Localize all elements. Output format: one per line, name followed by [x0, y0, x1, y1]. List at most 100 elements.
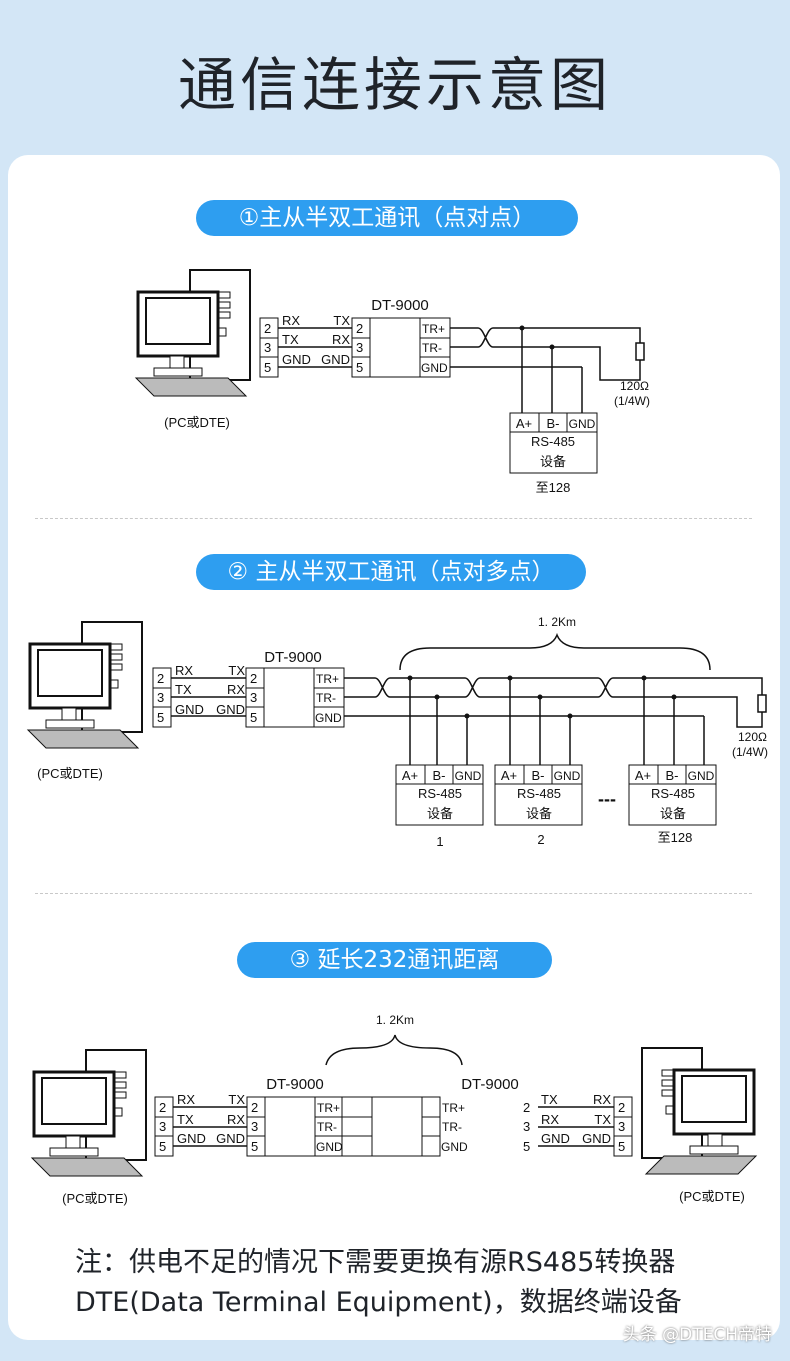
diagram-point-to-multipoint: (PC或DTE) 2 3 5 RX TX GND TX RX GND DT-90…: [26, 615, 768, 849]
section-3-heading: ③ 延长232通讯距离: [237, 942, 552, 978]
pin: 5: [251, 1139, 258, 1154]
terminal-label: TR-: [317, 1120, 337, 1134]
terminal-label: TR-: [316, 691, 336, 705]
device-number: 1: [436, 834, 443, 849]
wire-label: GND: [541, 1131, 570, 1146]
pin: 5: [523, 1139, 530, 1154]
device-number: 2: [537, 832, 544, 847]
pin: 2: [356, 321, 363, 336]
dt-9000-converter-right: [341, 1096, 441, 1157]
terminal-label: GND: [441, 1140, 468, 1154]
converter-label: DT-9000: [461, 1076, 519, 1093]
converter-label: DT-9000: [266, 1076, 324, 1093]
wire-label: TX: [228, 663, 245, 678]
pin: 2: [264, 321, 271, 336]
pin: 5: [264, 360, 271, 375]
terminal-label: GND: [316, 1140, 343, 1154]
computer-icon: [30, 1048, 148, 1178]
pin: 3: [157, 690, 164, 705]
pc-label: (PC或DTE): [679, 1189, 745, 1204]
converter-label: DT-9000: [264, 649, 322, 666]
computer-icon: [134, 268, 252, 398]
terminal-label: B-: [547, 416, 560, 431]
terminal-label: TR+: [422, 322, 445, 336]
terminal-label: TR+: [442, 1101, 465, 1115]
twisted-pair-icon: [477, 327, 494, 348]
wire-label: GND: [216, 1131, 245, 1146]
wire-label: TX: [228, 1092, 245, 1107]
resistor-rating: (1/4W): [614, 394, 650, 408]
wire-label: RX: [227, 682, 245, 697]
wire-label: TX: [333, 313, 350, 328]
device-count: 至128: [658, 830, 693, 845]
computer-icon: [640, 1046, 758, 1176]
wire-label: RX: [282, 313, 300, 328]
wire-label: GND: [177, 1131, 206, 1146]
terminal-label: GND: [455, 769, 482, 783]
pin: 5: [356, 360, 363, 375]
terminal-label: A+: [635, 768, 651, 783]
wire-label: RX: [541, 1112, 559, 1127]
wire-label: TX: [594, 1112, 611, 1127]
pin: 5: [618, 1139, 625, 1154]
wire-label: GND: [582, 1131, 611, 1146]
pin: 3: [251, 1119, 258, 1134]
pin: 5: [159, 1139, 166, 1154]
wire-label: RX: [332, 332, 350, 347]
device-label: 设备: [660, 806, 686, 821]
device-label: 设备: [526, 806, 552, 821]
pin: 5: [250, 710, 257, 725]
wire-label: GND: [282, 352, 311, 367]
device-type: RS-485: [651, 786, 695, 801]
pc-label: (PC或DTE): [37, 766, 103, 781]
pin: 3: [523, 1119, 530, 1134]
divider: [35, 518, 752, 519]
pin: 3: [264, 340, 271, 355]
pin: 3: [250, 690, 257, 705]
terminal-label: GND: [421, 361, 448, 375]
wire-label: RX: [175, 663, 193, 678]
device-label: 设备: [427, 806, 453, 821]
terminal-label: TR+: [317, 1101, 340, 1115]
terminal-label: B-: [666, 768, 679, 783]
page-title: 通信连接示意图: [177, 51, 612, 119]
pin: 3: [356, 340, 363, 355]
distance-label: 1. 2Km: [376, 1013, 414, 1027]
diagram-point-to-point: (PC或DTE) 2 3 5 RX TX GND TX RX GND DT-90…: [134, 268, 650, 495]
resistor-label: 120Ω: [738, 730, 767, 744]
terminal-label: A+: [516, 416, 532, 431]
converter-label: DT-9000: [371, 297, 429, 314]
twisted-pair-icon: [374, 677, 391, 698]
section-2-heading: ② 主从半双工通讯（点对多点）: [196, 554, 586, 590]
device-type: RS-485: [418, 786, 462, 801]
section-1-heading: ①主从半双工通讯（点对点）: [196, 200, 578, 236]
pin: 2: [523, 1100, 530, 1115]
pin: 5: [157, 710, 164, 725]
pin: 3: [618, 1119, 625, 1134]
wire-label: TX: [175, 682, 192, 697]
wire-label: GND: [321, 352, 350, 367]
terminal-label: GND: [688, 769, 715, 783]
terminal-label: B-: [433, 768, 446, 783]
terminal-label: A+: [402, 768, 418, 783]
wire-label: GND: [175, 702, 204, 717]
terminal-label: B-: [532, 768, 545, 783]
pin: 2: [251, 1100, 258, 1115]
terminal-label: GND: [315, 711, 342, 725]
more-devices: ---: [598, 789, 616, 809]
note-power: 注：供电不足的情况下需要更换有源RS485转换器: [75, 1247, 676, 1278]
pc-label: (PC或DTE): [164, 415, 230, 430]
terminal-label: GND: [569, 417, 596, 431]
distance-label: 1. 2Km: [538, 615, 576, 629]
watermark: 头条 @DTECH帝特: [622, 1325, 772, 1345]
terminal-label: TR-: [422, 341, 442, 355]
twisted-pair-icon: [597, 677, 614, 698]
wire-label: TX: [541, 1092, 558, 1107]
device-type: RS-485: [517, 786, 561, 801]
pin: 2: [618, 1100, 625, 1115]
wire-label: RX: [177, 1092, 195, 1107]
wire-label: GND: [216, 702, 245, 717]
computer-icon: [26, 620, 144, 750]
pc-label: (PC或DTE): [62, 1191, 128, 1206]
